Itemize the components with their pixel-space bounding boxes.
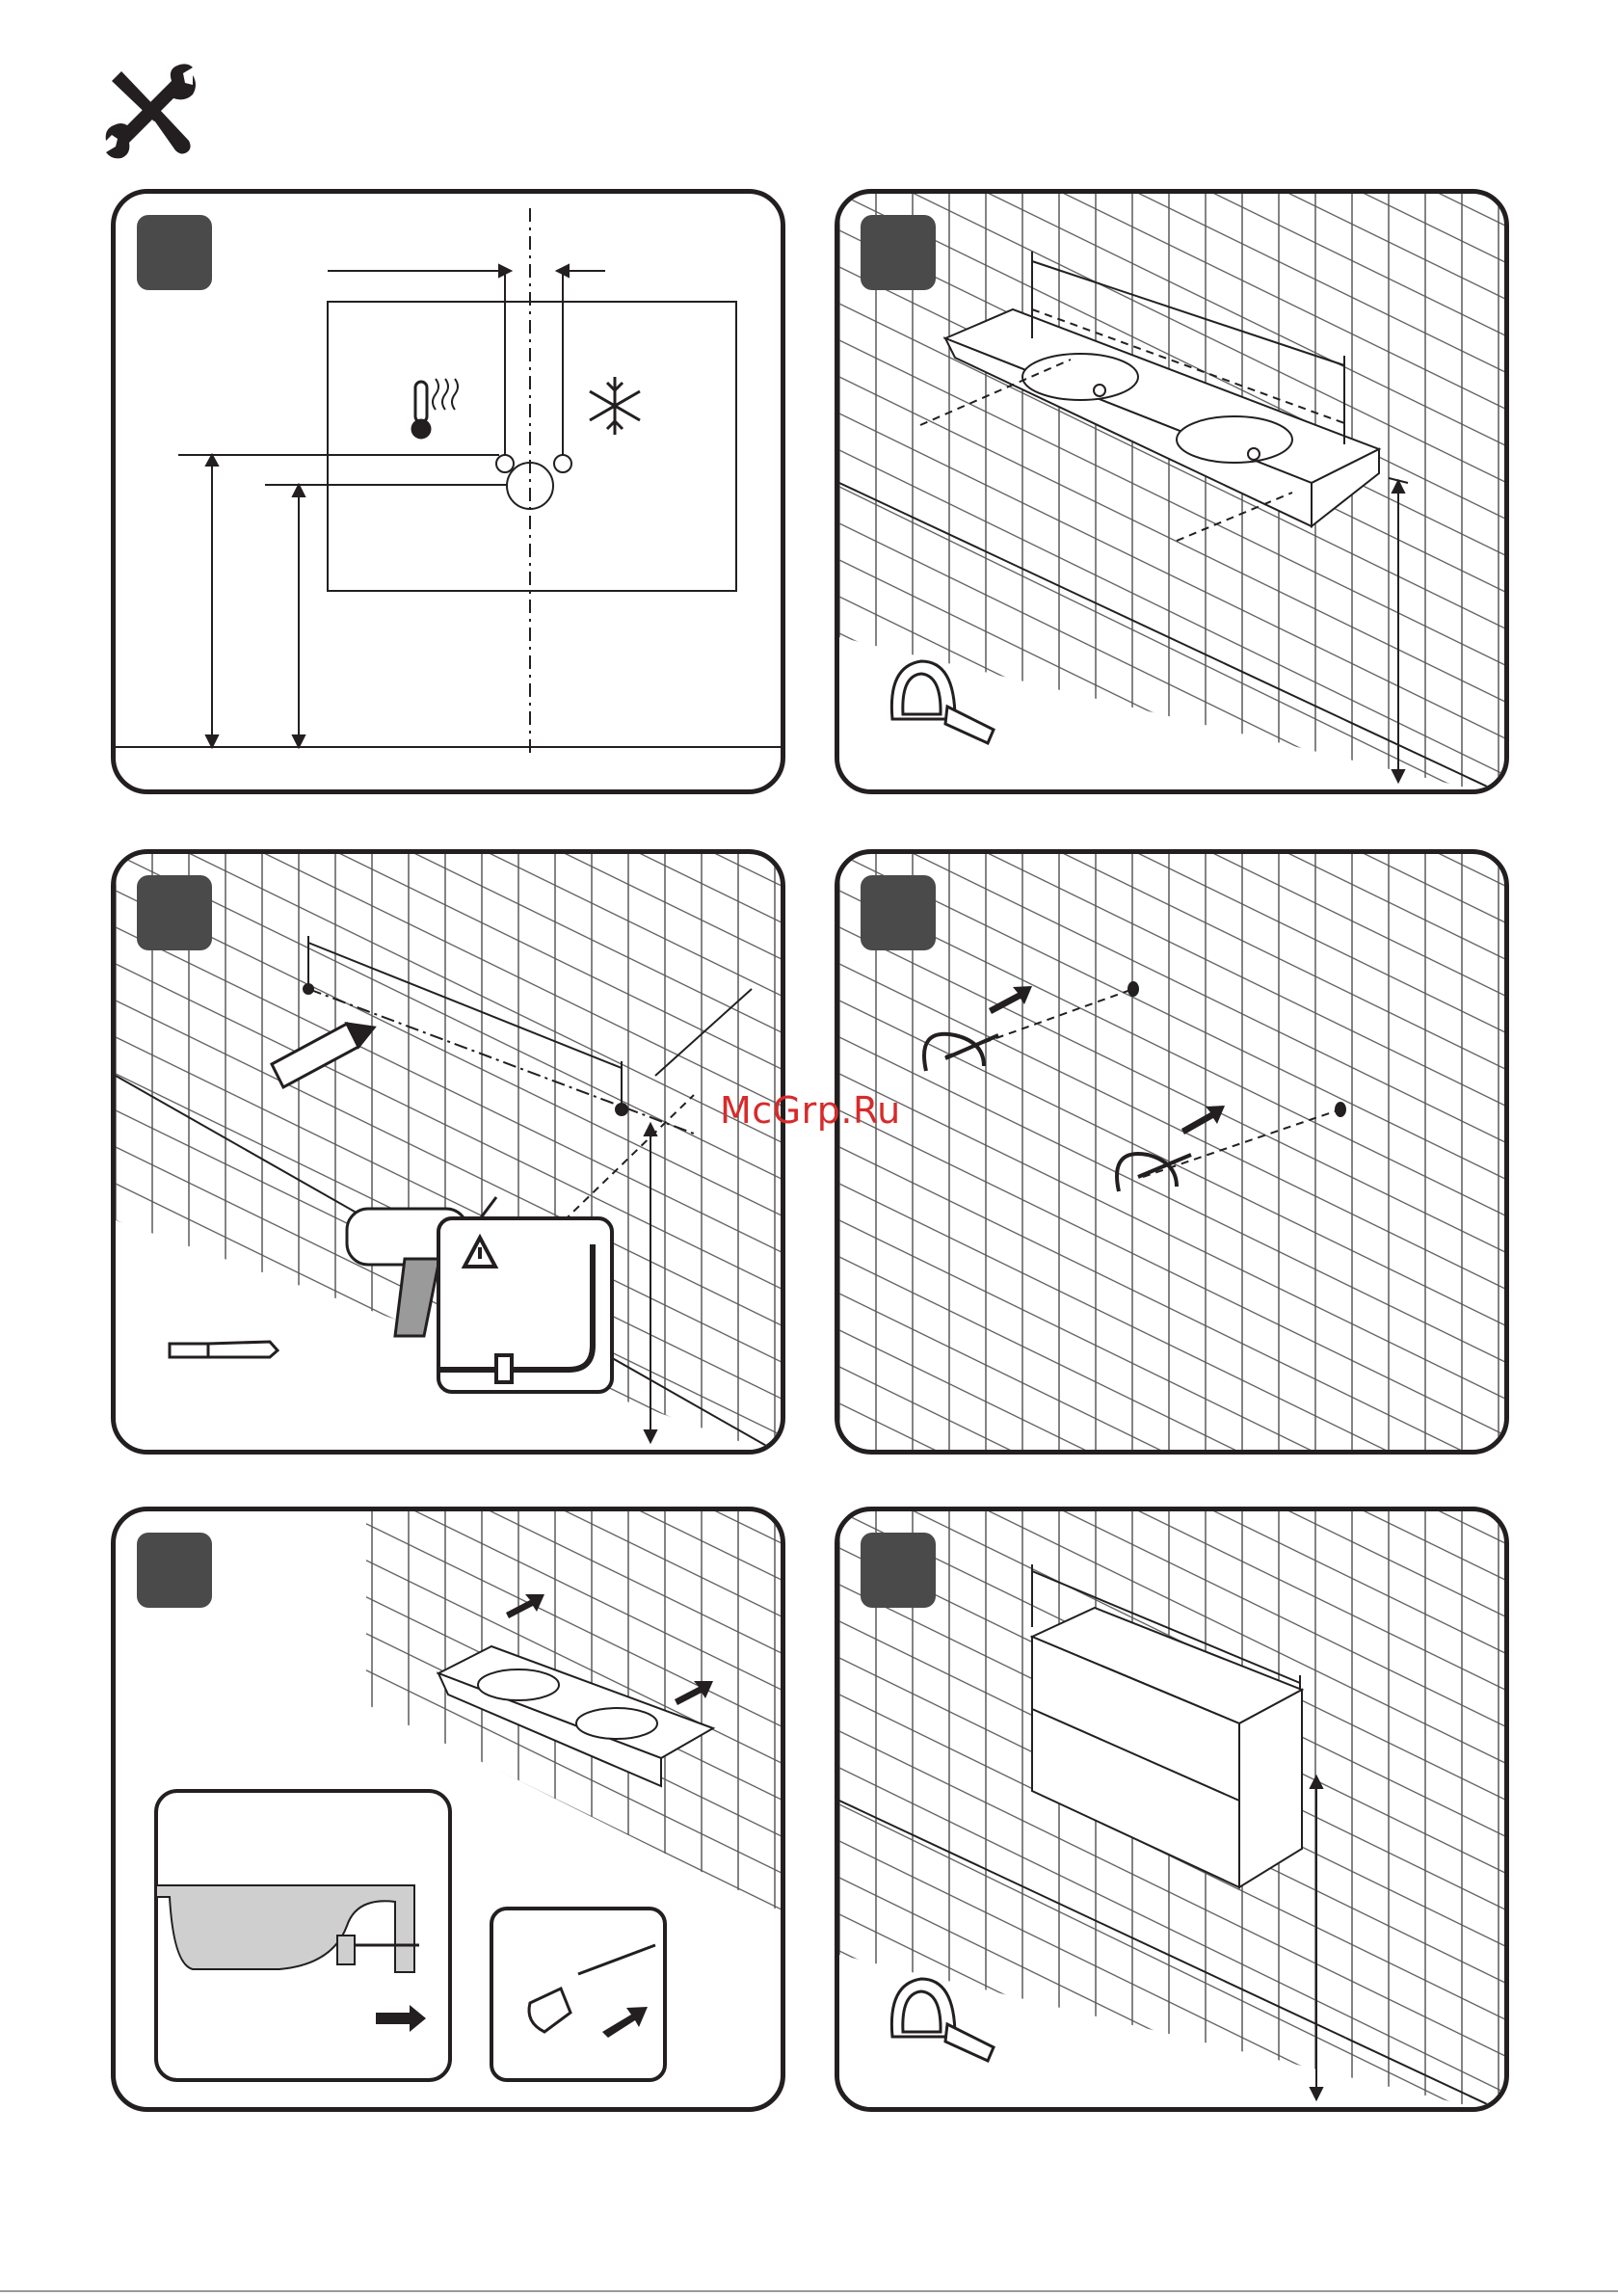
snowflake-icon [590, 377, 640, 435]
hang-basin-diagram [116, 1511, 785, 2112]
cabinet-diagram [839, 1511, 1509, 2112]
warning-inset [438, 1218, 612, 1392]
wrench-screwdriver-icon [104, 64, 200, 160]
panel-step-6 [835, 1507, 1509, 2112]
panel-step-1 [111, 189, 785, 794]
rotation-arrow-icon [924, 1034, 1177, 1191]
faucet-layout-diagram [116, 194, 785, 794]
drill-bit-icon [170, 1342, 278, 1357]
pencil-icon [272, 1024, 374, 1087]
washbasin-diagram [839, 194, 1509, 794]
panel-step-3 [111, 849, 785, 1455]
footer-rule [0, 2290, 1618, 2292]
panel-step-4 [835, 849, 1509, 1455]
wall-plug-diagram [839, 854, 1509, 1455]
drilling-diagram [116, 854, 785, 1455]
tape-measure-icon [891, 1979, 994, 2061]
thermometer-icon [412, 379, 458, 438]
watermark-text: McGrp.Ru [720, 1089, 901, 1132]
panel-step-5 [111, 1507, 785, 2112]
tape-measure-icon [891, 661, 994, 743]
panel-step-2 [835, 189, 1509, 794]
push-arrow-icon [989, 986, 1225, 1135]
